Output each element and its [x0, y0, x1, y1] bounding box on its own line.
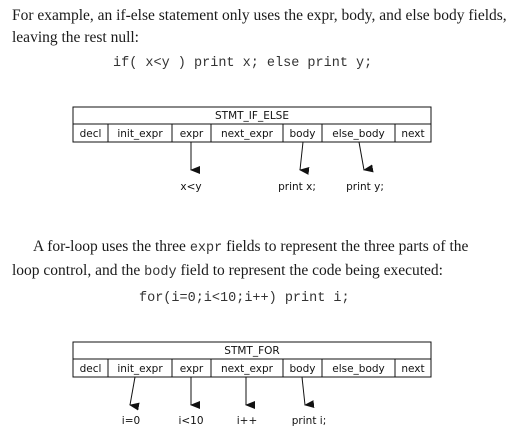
stmt-if-else-title: STMT_IF_ELSE: [215, 110, 289, 122]
target-condition: x<y: [180, 181, 201, 193]
arrow-for-body: [301, 376, 315, 409]
arrow-body: [299, 141, 310, 175]
target-cond: i<10: [178, 415, 203, 427]
inline-code-expr: expr: [189, 241, 223, 256]
stmt-for-struct: STMT_FOR decl init_expr expr next_expr b…: [72, 341, 432, 378]
intro-line-2: leaving the rest null:: [12, 29, 139, 46]
field-next: next: [401, 128, 424, 140]
target-init: i=0: [122, 415, 140, 427]
stmt-for-title: STMT_FOR: [224, 345, 279, 357]
stmt-if-else-struct: STMT_IF_ELSE decl init_expr expr next_ex…: [72, 106, 432, 143]
intro-line-1: For example, an if-else statement only u…: [12, 7, 507, 24]
arrow-init-expr: [129, 376, 140, 411]
field-else-body: else_body: [332, 128, 385, 140]
for-field-expr: expr: [180, 363, 204, 375]
field-body: body: [290, 128, 316, 140]
for-loop-line-1: A for-loop uses the three expr fields to…: [33, 238, 469, 256]
field-next-expr: next_expr: [221, 128, 274, 140]
target-print-i: print i;: [292, 415, 326, 427]
inline-code-body: body: [144, 265, 177, 280]
if-else-code-example: if( x<y ) print x; else print y;: [113, 56, 373, 71]
target-print-x: print x;: [278, 181, 316, 193]
target-print-y: print y;: [346, 181, 384, 193]
for-field-decl: decl: [80, 363, 102, 375]
target-incr: i++: [237, 415, 258, 427]
for-field-else-body: else_body: [332, 363, 385, 375]
for-field-next-expr: next_expr: [221, 363, 274, 375]
for-field-next: next: [401, 363, 424, 375]
field-decl: decl: [80, 128, 102, 140]
arrow-else-body: [358, 141, 374, 173]
for-field-body: body: [290, 363, 316, 375]
intro-paragraph: For example, an if-else statement only u…: [12, 5, 532, 49]
for-field-init-expr: init_expr: [117, 363, 163, 375]
for-loop-paragraph: A for-loop uses the three expr fields to…: [12, 236, 532, 284]
field-expr: expr: [180, 128, 204, 140]
for-loop-code-example: for(i=0;i<10;i++) print i;: [139, 291, 350, 306]
field-init-expr: init_expr: [117, 128, 163, 140]
for-loop-line-2: loop control, and the body field to repr…: [12, 262, 443, 280]
